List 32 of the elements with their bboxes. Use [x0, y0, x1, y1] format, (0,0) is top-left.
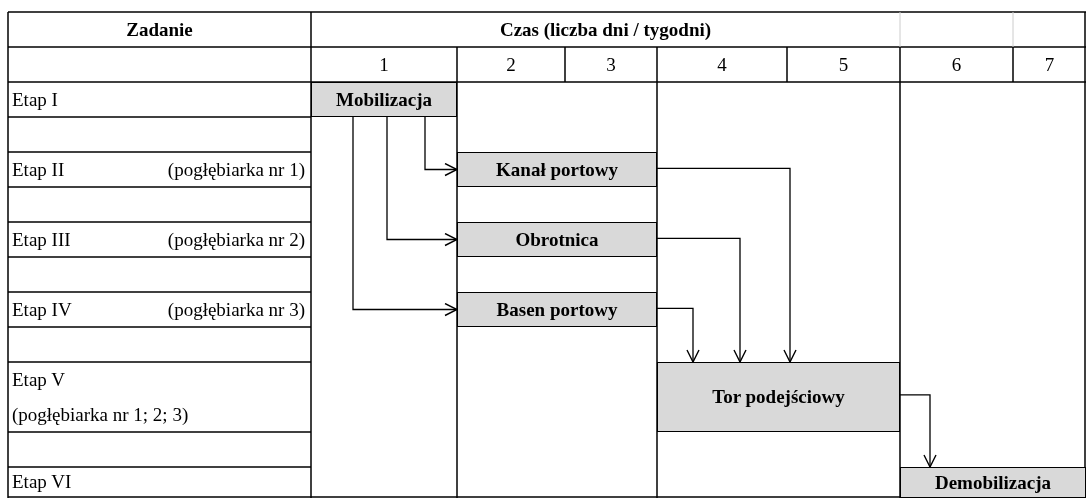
- arrow: [656, 237, 747, 363]
- column-number: 7: [1043, 53, 1056, 77]
- dredger-label: (pogłębiarka nr 3): [167, 298, 305, 322]
- arrow: [424, 116, 458, 177]
- stage-label: Etap VI: [12, 470, 72, 494]
- column-number: 5: [837, 53, 850, 77]
- task-bar: Demobilizacja: [900, 467, 1086, 498]
- stage-label: Etap II: [12, 158, 65, 182]
- stage-label: Etap V: [12, 368, 65, 392]
- column-number: 3: [605, 53, 617, 77]
- arrow: [352, 116, 458, 317]
- column-header: Zadanie: [125, 18, 194, 42]
- task-bar: Kanał portowy: [457, 152, 657, 187]
- task-bar: Basen portowy: [457, 292, 657, 327]
- stage-label: Etap IV: [12, 298, 72, 322]
- task-bar: Obrotnica: [457, 222, 657, 257]
- stage-label: Etap III: [12, 228, 71, 252]
- column-number: 6: [950, 53, 963, 77]
- stage-label: Etap I: [12, 88, 58, 112]
- arrow: [386, 116, 458, 247]
- dredger-label: (pogłębiarka nr 2): [167, 228, 305, 252]
- task-bar: Tor podejściowy: [657, 362, 900, 432]
- dredger-label: (pogłębiarka nr 1): [167, 158, 305, 182]
- column-number: 2: [505, 53, 517, 77]
- arrow: [899, 394, 937, 468]
- task-bar: Mobilizacja: [311, 82, 457, 117]
- column-header: Czas (liczba dni / tygodni): [498, 18, 713, 42]
- arrow: [656, 167, 797, 363]
- column-number: 1: [378, 53, 390, 77]
- column-number: 4: [716, 53, 728, 77]
- arrow: [656, 307, 700, 363]
- dredger-label: (pogłębiarka nr 1; 2; 3): [12, 403, 189, 427]
